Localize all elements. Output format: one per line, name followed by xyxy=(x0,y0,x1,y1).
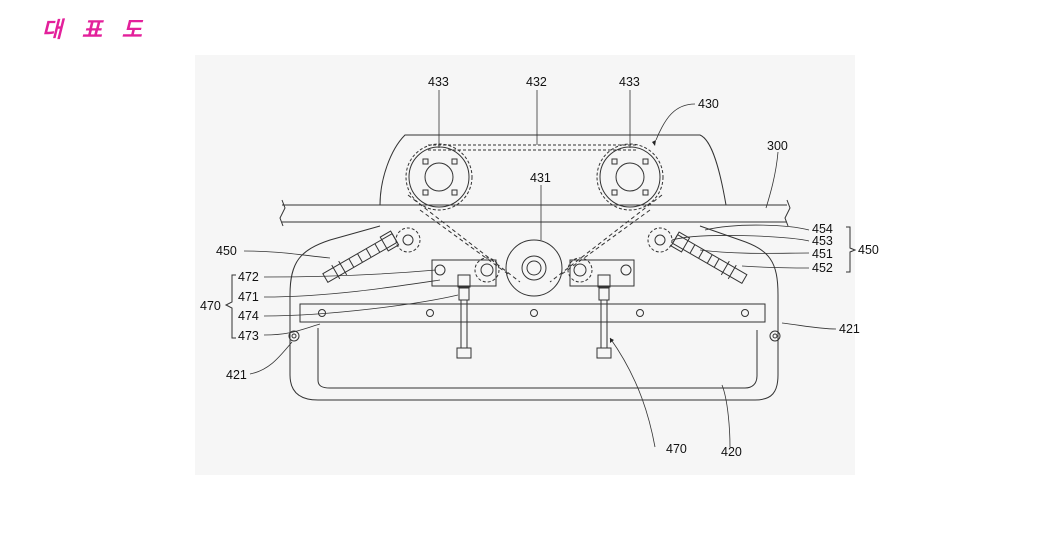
pulley-right xyxy=(597,144,663,210)
label-421-left: 421 xyxy=(226,368,247,382)
label-470-left: 470 xyxy=(200,299,221,313)
bolt-right xyxy=(598,275,610,287)
label-473: 473 xyxy=(238,329,259,343)
label-450-left: 450 xyxy=(216,244,237,258)
label-433-right: 433 xyxy=(619,75,640,89)
label-470-bottom: 470 xyxy=(666,442,687,456)
label-430: 430 xyxy=(698,97,719,111)
label-300: 300 xyxy=(767,139,788,153)
tension-roller-right xyxy=(648,228,672,252)
pulley-left xyxy=(406,144,472,210)
label-472: 472 xyxy=(238,270,259,284)
spring-unit-right xyxy=(671,232,748,286)
label-452: 452 xyxy=(812,261,833,275)
tension-roller-left xyxy=(396,228,420,252)
label-471: 471 xyxy=(238,290,259,304)
label-432: 432 xyxy=(526,75,547,89)
drive-pulley xyxy=(506,240,562,296)
label-450-right: 450 xyxy=(858,243,879,257)
slide-bar xyxy=(300,304,765,322)
label-420: 420 xyxy=(721,445,742,459)
bolt-left xyxy=(458,275,470,287)
lower-plate xyxy=(290,226,778,400)
label-431: 431 xyxy=(530,171,551,185)
label-474: 474 xyxy=(238,309,259,323)
label-453: 453 xyxy=(812,234,833,248)
label-451: 451 xyxy=(812,247,833,261)
label-433-left: 433 xyxy=(428,75,449,89)
label-421-right: 421 xyxy=(839,322,860,336)
